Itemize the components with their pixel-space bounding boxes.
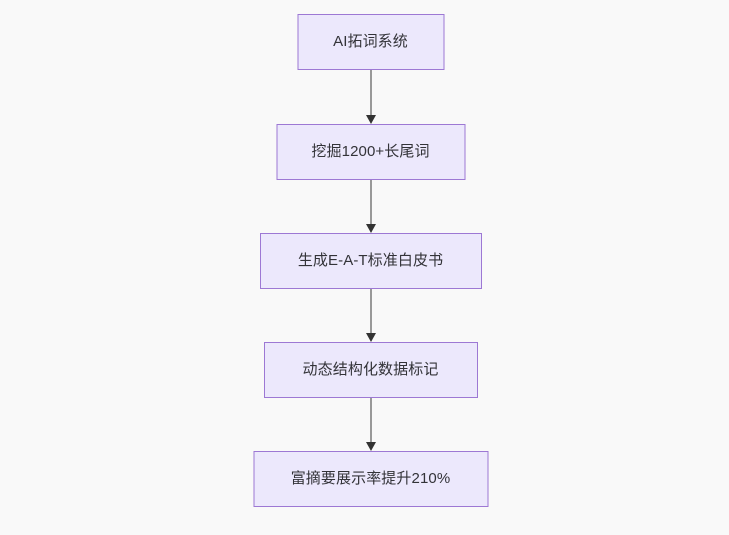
arrowhead-icon <box>365 224 376 233</box>
edge-n1-n2 <box>365 70 377 124</box>
flow-node-1[interactable]: AI拓词系统 <box>297 14 444 70</box>
flow-node-2[interactable]: 挖掘1200+长尾词 <box>276 124 465 180</box>
edge-line <box>369 398 372 444</box>
flow-node-label: 富摘要展示率提升210% <box>290 470 451 487</box>
arrowhead-icon <box>365 442 376 451</box>
arrowhead-icon <box>365 333 376 342</box>
flow-node-4[interactable]: 动态结构化数据标记 <box>263 342 478 398</box>
flow-node-label: 挖掘1200+长尾词 <box>311 143 430 160</box>
flow-node-5[interactable]: 富摘要展示率提升210% <box>253 451 488 507</box>
flow-node-label: AI拓词系统 <box>333 33 408 50</box>
edge-n4-n5 <box>365 398 377 451</box>
edge-line <box>369 180 372 226</box>
edge-line <box>369 289 372 335</box>
flow-node-label: 动态结构化数据标记 <box>302 361 439 378</box>
edge-n2-n3 <box>365 180 377 233</box>
edge-n3-n4 <box>365 289 377 342</box>
flow-node-3[interactable]: 生成E-A-T标准白皮书 <box>259 233 482 289</box>
flow-node-label: 生成E-A-T标准白皮书 <box>297 252 444 269</box>
arrowhead-icon <box>365 115 376 124</box>
edge-line <box>369 70 372 117</box>
